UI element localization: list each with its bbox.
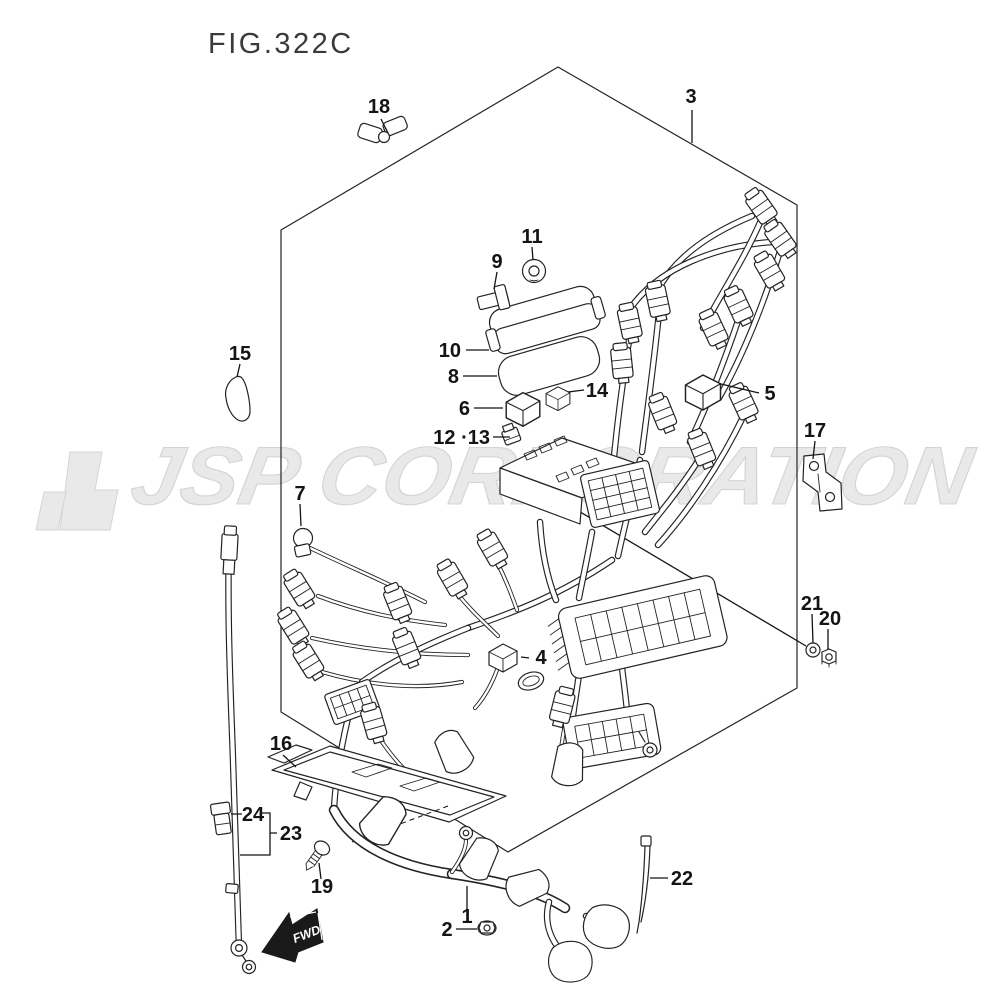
grommet-part-11 [521, 258, 547, 284]
part-label-11: 11 [521, 226, 542, 248]
clamp-part-18 [357, 115, 408, 144]
part-label-15: 15 [229, 343, 251, 365]
rubber-boot [430, 724, 478, 778]
part-label-14: 14 [586, 380, 609, 402]
part-label-23: 23 [280, 823, 302, 845]
ecu-connector-large [547, 575, 728, 679]
cap-part-15 [224, 375, 251, 422]
connector-bundle-upper [609, 184, 801, 472]
leader-lines [231, 110, 829, 930]
part-label-1: 1 [461, 906, 472, 928]
part-label-9: 9 [491, 251, 502, 273]
connector-cluster-left [273, 526, 512, 746]
nut-part-20 [821, 648, 837, 668]
part-label-4: 4 [535, 647, 547, 669]
figure-title: FIG.322C [208, 28, 354, 60]
o-ring [517, 671, 545, 691]
part-label-22: 22 [671, 868, 693, 890]
round-boot [547, 940, 593, 983]
fuse-box-body [499, 435, 660, 528]
part-labels: 18 3 11 9 15 10 8 14 6 12 ·13 17 7 5 21 … [229, 86, 841, 941]
ring-terminals [230, 939, 257, 975]
fuse-box-assembly [485, 285, 660, 528]
nut-part-2 [477, 920, 497, 936]
bracket-part-17 [802, 453, 843, 512]
part-label-18: 18 [368, 96, 390, 118]
part-label-3: 3 [685, 86, 696, 108]
rubber-boot [550, 740, 588, 789]
part-label-21: 21 [801, 593, 823, 615]
relay-part-14 [545, 386, 571, 412]
part-label-20: 20 [819, 608, 841, 630]
round-boot [578, 899, 635, 954]
fuse-part-12-13 [501, 422, 522, 446]
part-label-24: 24 [242, 804, 265, 826]
relay-part-6 [505, 391, 541, 427]
eyelet-terminal [638, 731, 658, 758]
part-label-19: 19 [311, 876, 333, 898]
battery-cable-part-23 [209, 525, 257, 975]
part-label-2: 2 [441, 919, 452, 941]
relay-part-4 [488, 643, 518, 673]
part-label-6: 6 [459, 398, 470, 420]
lower-harness-part-1 [334, 789, 635, 983]
diagram-boundary [280, 66, 798, 853]
fuse-box-cover-part-10 [485, 285, 606, 355]
screw-part-19 [305, 840, 331, 871]
part-label-7: 7 [294, 483, 305, 505]
part-label-12-13: 12 ·13 [433, 427, 490, 449]
part-label-10: 10 [439, 340, 461, 362]
clamp-part-24 [209, 801, 232, 836]
washer-part-21 [805, 642, 821, 658]
part-label-16: 16 [270, 733, 292, 755]
part-label-5: 5 [764, 383, 775, 405]
watermark-logo [35, 451, 119, 531]
cable-tie-part-22 [636, 835, 652, 934]
part-label-8: 8 [448, 366, 459, 388]
sensor-part-7 [292, 527, 314, 558]
fuse-box-gasket-part-8 [497, 336, 601, 396]
part-label-17: 17 [804, 420, 826, 442]
fwd-arrow: FWD [261, 908, 324, 963]
clamp-part-9 [476, 284, 511, 311]
